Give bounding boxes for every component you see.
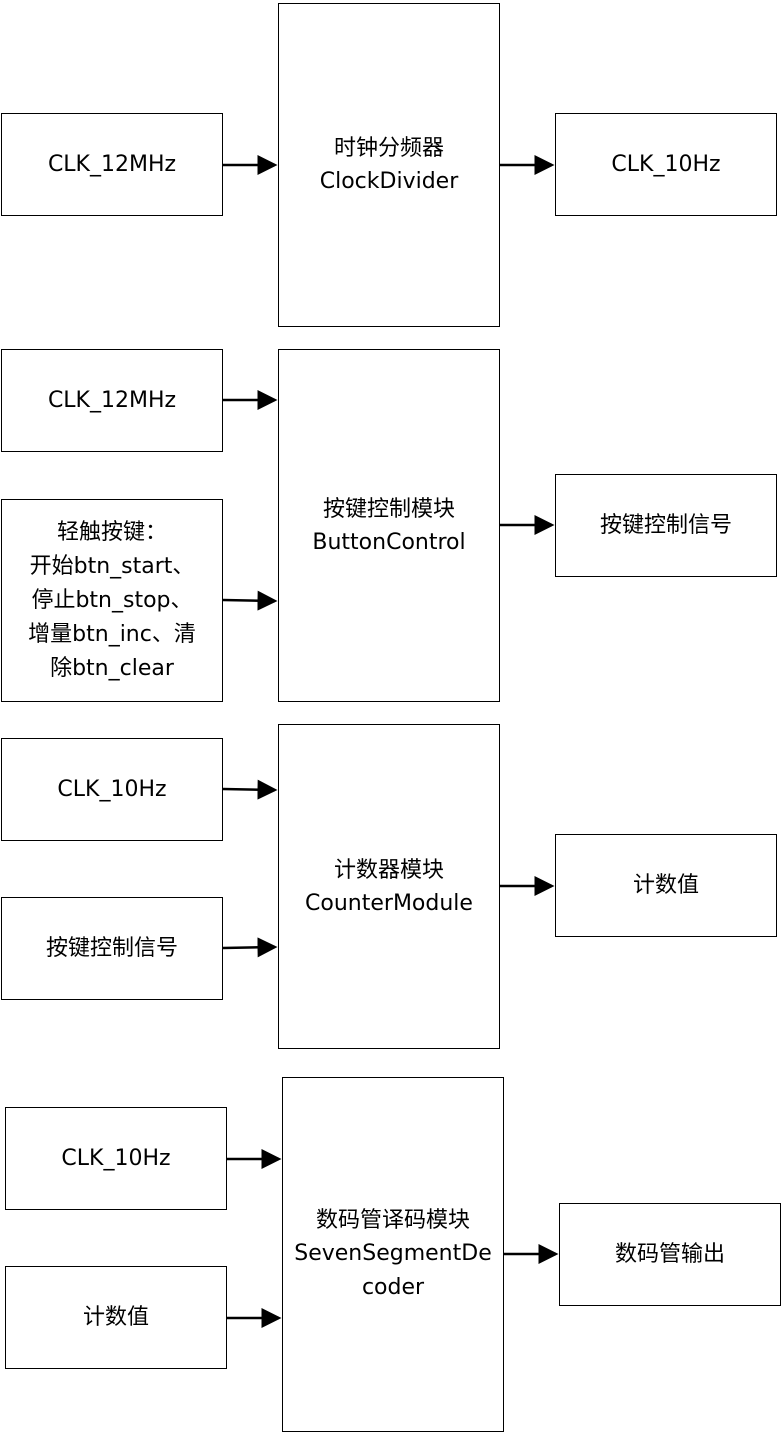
module-name-zh: 计数器模块 — [333, 857, 444, 883]
module-name-zh: 按键控制模块 — [322, 496, 455, 522]
module-name-zh: 时钟分频器 — [333, 136, 444, 161]
module-name-en: CounterModule — [305, 890, 473, 916]
input-label: CLK_12MHz — [47, 152, 177, 177]
module-name-en: ClockDivider — [319, 169, 459, 194]
input-label: 计数值 — [82, 1305, 149, 1330]
output-label: 按键控制信号 — [599, 513, 732, 538]
arrow-in — [222, 590, 278, 611]
output-box-display: 数码管输出 — [559, 1203, 781, 1306]
input-label: CLK_10Hz — [57, 777, 167, 802]
input-box-clk-12mhz: CLK_12MHz — [1, 349, 223, 452]
module-box-clock-divider: 时钟分频器 ClockDivider — [278, 3, 500, 327]
input-box-clk-12mhz: CLK_12MHz — [1, 113, 223, 216]
module-box-button-control: 按键控制模块 ButtonControl — [278, 349, 500, 702]
input-label: 轻触按键： 开始btn_start、 停止btn_stop、 增量btn_inc… — [28, 519, 196, 681]
input-box-clk-10hz: CLK_10Hz — [5, 1107, 227, 1210]
module-name-en: SevenSegmentDe coder — [294, 1241, 492, 1300]
module-name-zh: 数码管译码模块 — [315, 1208, 470, 1233]
module-name-en: ButtonControl — [312, 529, 466, 555]
input-label: CLK_12MHz — [47, 388, 177, 413]
arrow-in — [222, 937, 278, 958]
arrow-in — [222, 779, 278, 800]
module-box-counter: 计数器模块 CounterModule — [278, 724, 500, 1049]
input-box-clk-10hz: CLK_10Hz — [1, 738, 223, 841]
output-box-count-value: 计数值 — [555, 834, 777, 937]
output-box-clk-10hz: CLK_10Hz — [555, 113, 777, 216]
input-box-button-signal: 按键控制信号 — [1, 897, 223, 1000]
output-box-button-signal: 按键控制信号 — [555, 474, 777, 577]
input-label: 按键控制信号 — [45, 936, 178, 961]
input-box-count-value: 计数值 — [5, 1266, 227, 1369]
output-label: CLK_10Hz — [611, 152, 721, 177]
module-box-seven-segment-decoder: 数码管译码模块 SevenSegmentDe coder — [282, 1077, 504, 1432]
input-label: CLK_10Hz — [61, 1146, 171, 1171]
output-label: 数码管输出 — [614, 1242, 725, 1267]
input-box-buttons: 轻触按键： 开始btn_start、 停止btn_stop、 增量btn_inc… — [1, 499, 223, 702]
output-label: 计数值 — [632, 873, 699, 898]
